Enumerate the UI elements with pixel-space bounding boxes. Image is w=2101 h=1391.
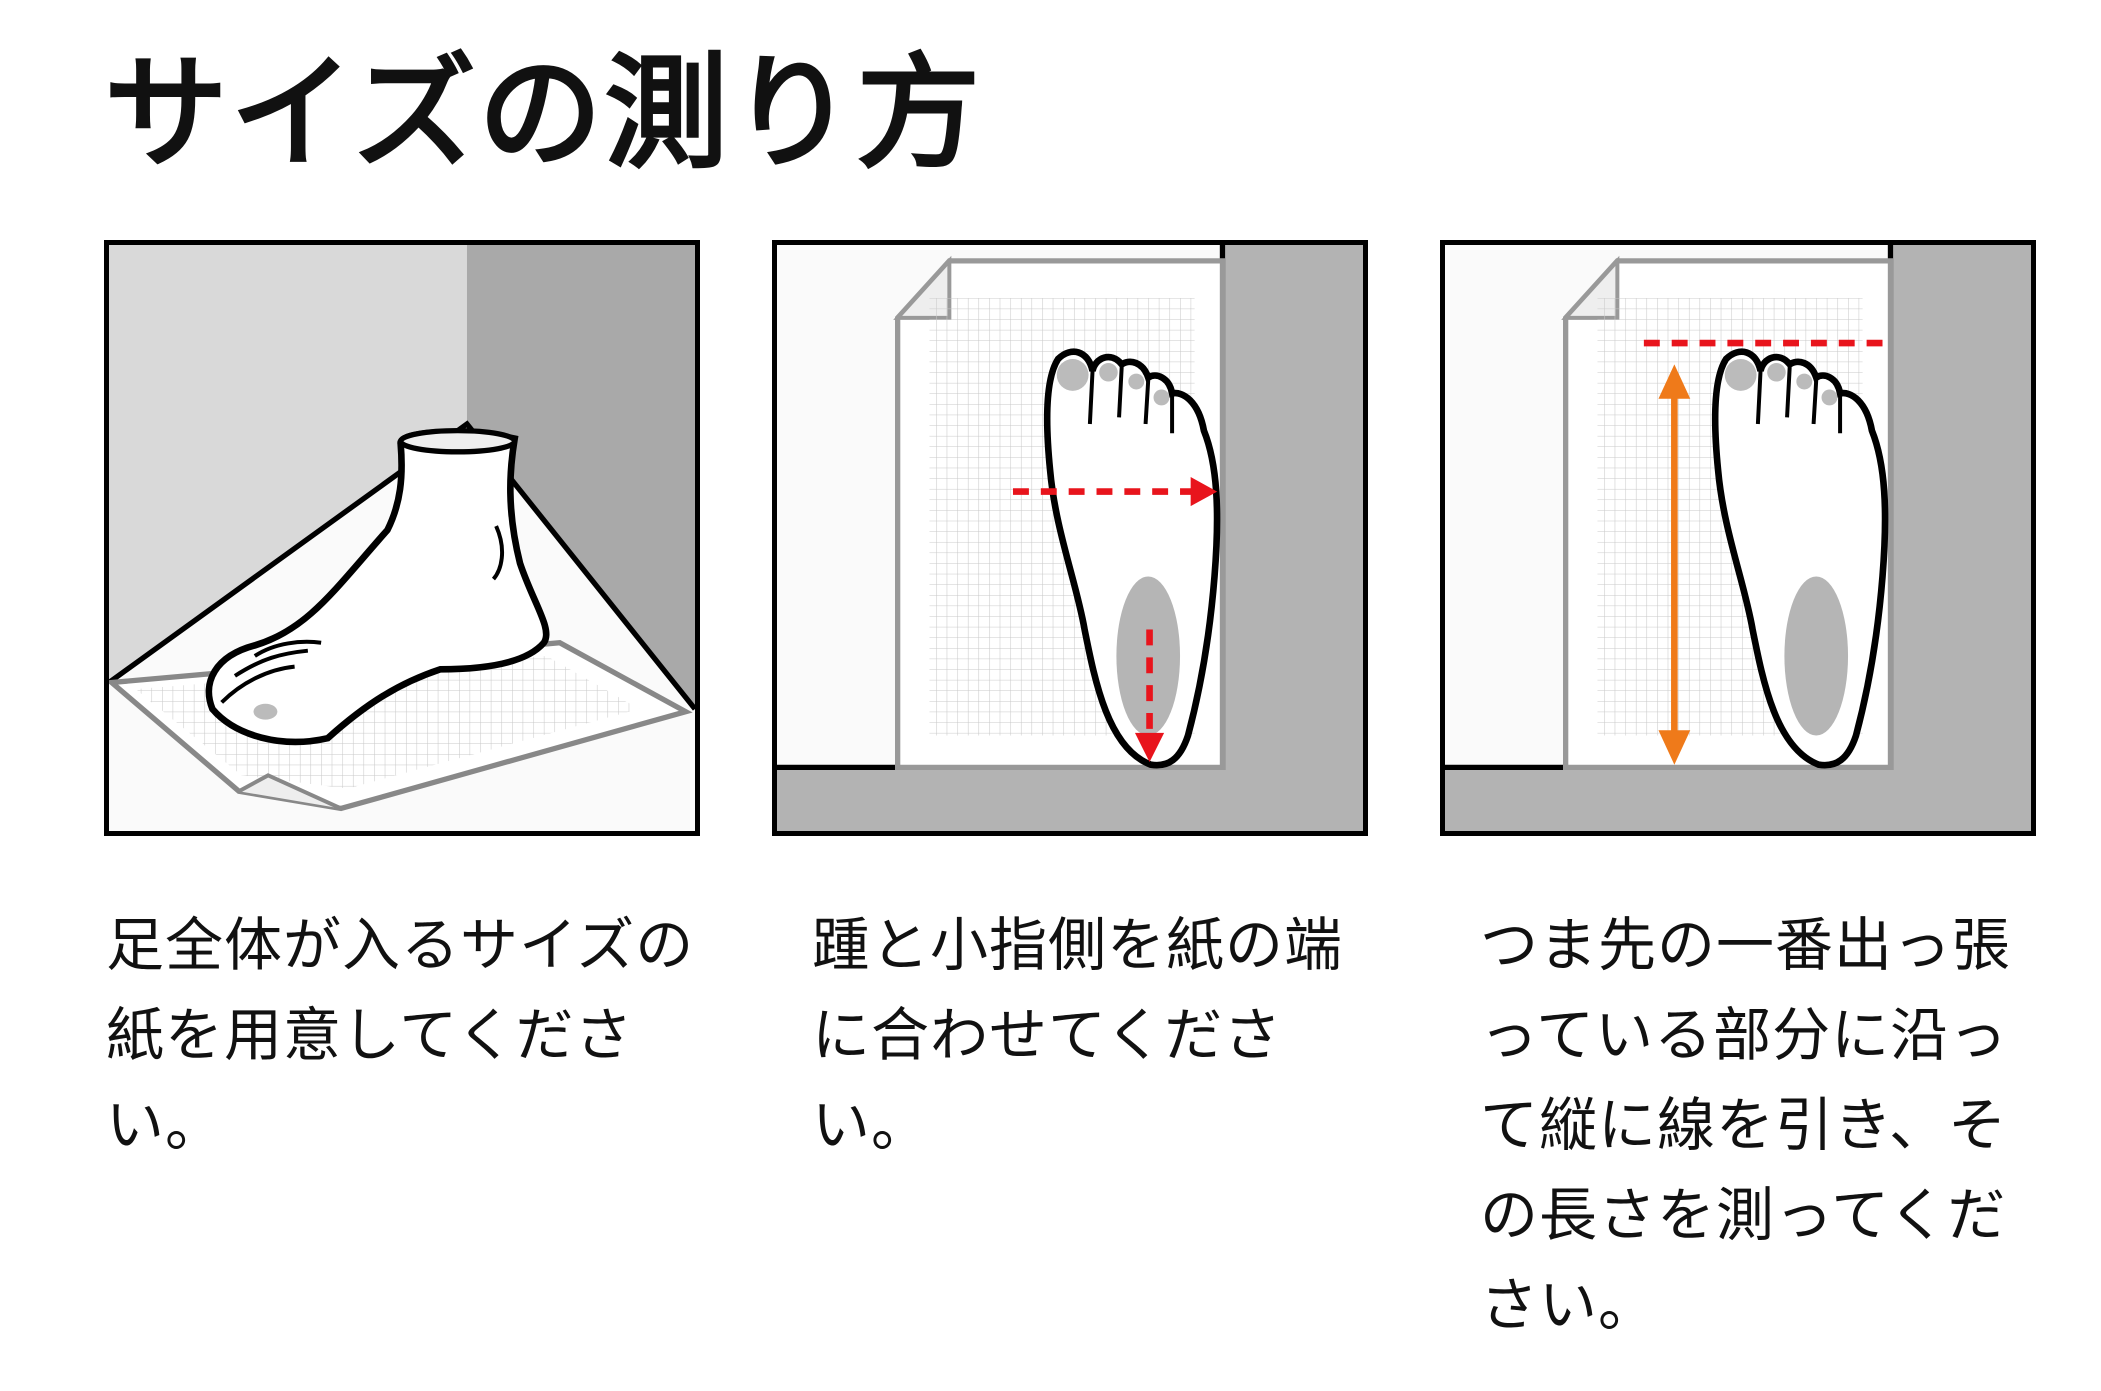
arrow-head-down-icon	[1658, 730, 1691, 765]
foot-aligned-to-edge-illustration	[777, 245, 1363, 831]
step-3-caption: つま先の一番出っ張っている部分に沿って縦に線を引き、その長さを測ってください。	[1480, 911, 2012, 1339]
step-3-illustration	[1440, 240, 2036, 836]
arrow-head-down-icon	[1134, 732, 1165, 763]
foot-length-measure-illustration	[1445, 245, 2031, 831]
page-title: サイズの測り方	[104, 42, 983, 186]
foot-on-paper-illustration	[109, 245, 695, 831]
step-2-caption: 踵と小指側を紙の端に合わせてください。	[812, 911, 1344, 1159]
step-1-caption: 足全体が入るサイズの紙を用意してください。	[106, 911, 695, 1159]
arrow-head-up-icon	[1658, 364, 1691, 399]
step-1-illustration	[104, 240, 700, 836]
step-2-illustration	[772, 240, 1368, 836]
arrow-head-right-icon	[1190, 477, 1218, 507]
